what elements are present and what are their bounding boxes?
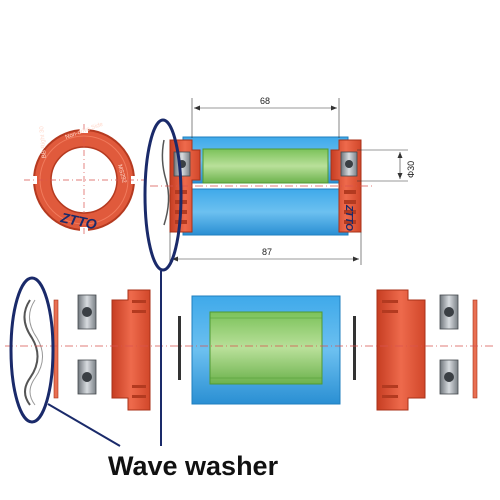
- ring-marking-model: MS292: [116, 164, 127, 185]
- wave-washer-caption: Wave washer: [108, 451, 279, 481]
- dimension-width: 68: [191, 96, 340, 138]
- ring-brand: ZTTO: [58, 209, 98, 232]
- dimension-length: 87: [169, 232, 362, 265]
- wave-washer-callout: [9, 118, 183, 447]
- assembled-bracket: ZTTO: [150, 136, 375, 236]
- exploded-view: [5, 289, 495, 411]
- dimension-diameter-label: Φ30: [406, 161, 416, 178]
- callout-ellipse-bottom: [9, 276, 55, 424]
- center-sleeve-part: [191, 295, 341, 405]
- wave-washer-part: [23, 299, 39, 406]
- callout-ellipse-top: [143, 118, 183, 272]
- shell-logo: ZTTO: [343, 204, 354, 231]
- right-cup-part: [376, 289, 426, 411]
- ring-marking-spec: BB Right 30: [39, 125, 48, 158]
- cup-ring-front-view: MS292 Non-drive Side BB Right 30 ZTTO: [24, 121, 146, 236]
- left-bearing-part: [77, 294, 97, 395]
- dimension-length-label: 87: [262, 247, 272, 257]
- right-bearing-part: [439, 294, 459, 395]
- dimension-diameter: Φ30: [357, 149, 416, 182]
- dimension-width-label: 68: [260, 96, 270, 106]
- left-cup-part: [111, 289, 151, 411]
